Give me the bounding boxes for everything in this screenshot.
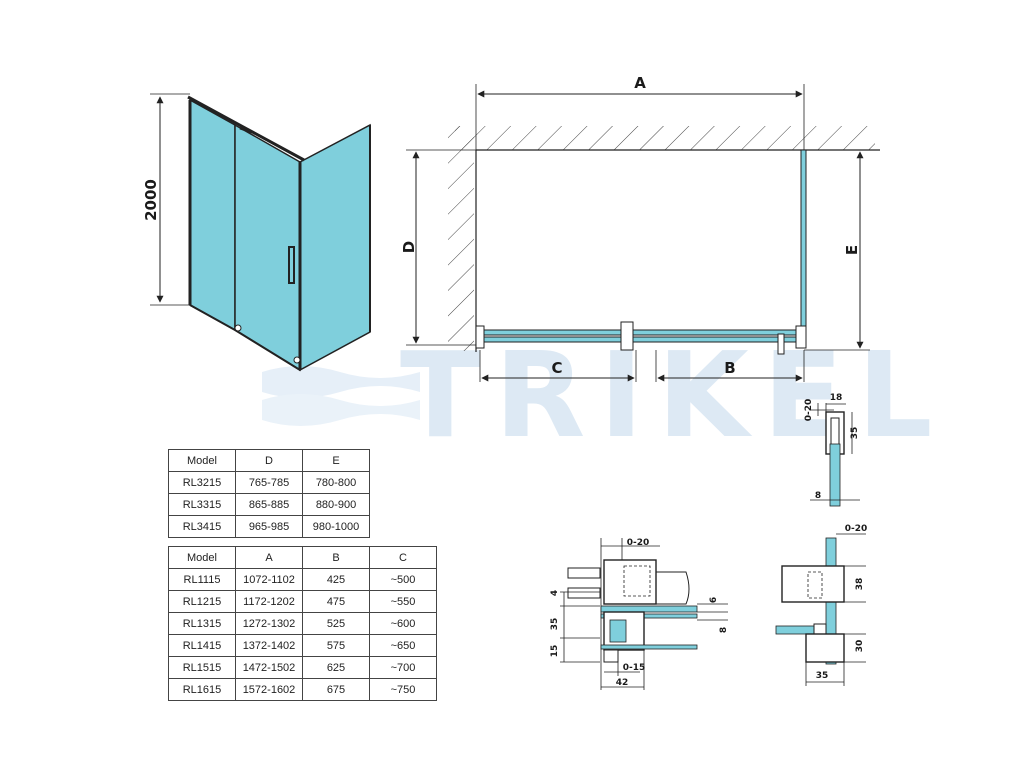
table-header-row: Model D E [168, 449, 370, 472]
table-cell: 980-1000 [302, 515, 370, 538]
table-cell: 625 [302, 656, 370, 679]
table-cell: RL1215 [168, 590, 236, 613]
detail-top-profile: 0-20 18 35 8 [804, 393, 860, 507]
table-cell: 425 [302, 568, 370, 591]
table-row: RL3315 865-885 880-900 [168, 493, 370, 516]
table-row: RL3415 965-985 980-1000 [168, 515, 370, 538]
detail-bl-8: 8 [719, 627, 729, 633]
table-cell: ~650 [369, 634, 437, 657]
detail-top-35: 35 [850, 427, 860, 440]
table-a-b-c: Model A B C RL1115 1072-1102 425 ~500 RL… [168, 546, 437, 701]
table-cell: ~700 [369, 656, 437, 679]
table-cell: 1072-1102 [235, 568, 303, 591]
table-cell: 865-885 [235, 493, 303, 516]
detail-bl-15: 15 [550, 645, 560, 658]
table-cell: ~750 [369, 678, 437, 701]
height-label: 2000 [142, 179, 160, 221]
detail-bl-42: 42 [616, 678, 629, 688]
detail-bl-35: 35 [550, 618, 560, 631]
table-cell: 880-900 [302, 493, 370, 516]
table-cell: RL1115 [168, 568, 236, 591]
table-header-cell: D [235, 449, 303, 472]
table-cell: 780-800 [302, 471, 370, 494]
table-header-cell: C [369, 546, 437, 569]
table-header-cell: Model [168, 449, 236, 472]
table-cell: ~550 [369, 590, 437, 613]
table-cell: 1472-1502 [235, 656, 303, 679]
detail-br-35: 35 [816, 671, 829, 681]
dim-e-label: E [843, 245, 861, 255]
detail-br-38: 38 [855, 578, 865, 591]
dim-b-label: B [724, 359, 735, 377]
table-cell: 965-985 [235, 515, 303, 538]
table-cell: 575 [302, 634, 370, 657]
table-cell: ~500 [369, 568, 437, 591]
detail-top-18: 18 [830, 393, 843, 403]
detail-top-8: 8 [815, 491, 821, 501]
table-cell: RL3215 [168, 471, 236, 494]
detail-bottom-right-profile: 0-20 38 30 35 [775, 524, 868, 686]
table-row: RL1515 1472-1502 625 ~700 [168, 656, 437, 679]
detail-bl-4: 4 [550, 590, 560, 596]
table-cell: 525 [302, 612, 370, 635]
table-cell: RL1515 [168, 656, 236, 679]
table-row: RL3215 765-785 780-800 [168, 471, 370, 494]
detail-top-0-20: 0-20 [804, 399, 814, 422]
table-cell: RL1415 [168, 634, 236, 657]
table-row: RL1115 1072-1102 425 ~500 [168, 568, 437, 591]
table-cell: 1172-1202 [235, 590, 303, 613]
table-cell: RL3315 [168, 493, 236, 516]
plan-view: A D E C B [400, 74, 888, 382]
detail-br-30: 30 [855, 640, 865, 653]
table-cell: 475 [302, 590, 370, 613]
table-row: RL1315 1272-1302 525 ~600 [168, 612, 437, 635]
table-row: RL1415 1372-1402 575 ~650 [168, 634, 437, 657]
table-row: RL1615 1572-1602 675 ~750 [168, 678, 437, 701]
table-cell: RL1315 [168, 612, 236, 635]
table-cell: ~600 [369, 612, 437, 635]
table-d-e: Model D E RL3215 765-785 780-800 RL3315 … [168, 449, 370, 538]
detail-bl-6: 6 [709, 597, 719, 603]
dim-a-label: A [634, 74, 646, 92]
table-row: RL1215 1172-1202 475 ~550 [168, 590, 437, 613]
table-cell: 1272-1302 [235, 612, 303, 635]
detail-bl-0-15: 0-15 [623, 663, 646, 673]
table-header-row: Model A B C [168, 546, 437, 569]
table-cell: RL3415 [168, 515, 236, 538]
detail-bottom-left-profile: 0-20 4 35 15 6 8 0-15 42 [550, 538, 729, 690]
table-cell: 765-785 [235, 471, 303, 494]
table-cell: 675 [302, 678, 370, 701]
table-cell: 1372-1402 [235, 634, 303, 657]
table-header-cell: E [302, 449, 370, 472]
table-cell: RL1615 [168, 678, 236, 701]
dim-c-label: C [551, 359, 562, 377]
detail-br-0-20: 0-20 [845, 524, 868, 534]
table-header-cell: Model [168, 546, 236, 569]
table-cell: 1572-1602 [235, 678, 303, 701]
detail-bl-0-20: 0-20 [627, 538, 650, 548]
perspective-view: 2000 [142, 93, 371, 372]
dim-d-label: D [400, 241, 418, 253]
table-header-cell: B [302, 546, 370, 569]
table-header-cell: A [235, 546, 303, 569]
